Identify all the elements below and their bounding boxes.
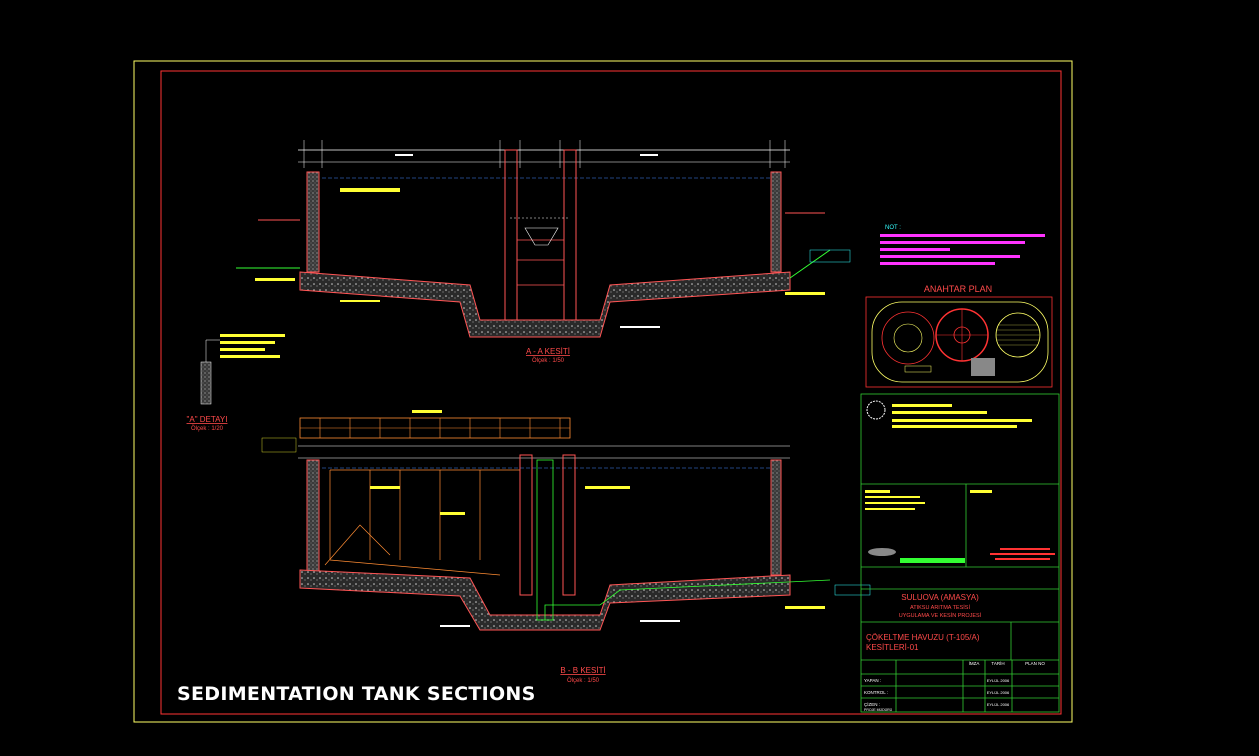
detail-a-title: "A" DETAYI [187,415,228,424]
detail-a-scale: Ölçek : 1/20 [191,425,224,432]
project-location: SULUOVA (AMASYA) [901,593,979,602]
row-label-cizen: ÇİZEN : [864,701,880,707]
col-label-imza: İMZA [969,660,980,666]
date-2: EYLÜL 2006 [987,690,1010,695]
row-label-kontrol: KONTROL : [864,690,888,695]
outer-border [133,60,1073,723]
section-b-drawing [261,410,871,631]
date-1: EYLÜL 2006 [987,678,1010,683]
notes-heading: NOT : [885,225,901,231]
col-label-tarih: TARİH [991,660,1004,666]
ilbank-logo-icon [866,400,886,420]
notes-text [880,234,1045,265]
section-a-scale: Ölçek : 1/50 [532,357,565,364]
col-label-plan-no: PLAN NO [1025,661,1045,666]
title-block-header [865,400,1055,563]
section-a-title: A - A KESİTİ [526,347,570,356]
detail-a-drawing [200,334,285,405]
key-plan-drawing [865,296,1053,388]
project-line-2: ATIKSU ARITMA TESİSİ [910,604,970,611]
date-3: EYLÜL 2006 [987,702,1010,707]
drawing-main-title: SEDIMENTATION TANK SECTIONS [177,683,536,705]
title-block-frame [860,393,1060,713]
row-label-yapan: YAPAN : [864,678,881,683]
inner-border [160,70,1062,715]
key-plan-title: ANAHTAR PLAN [924,284,992,294]
project-line-3: UYGULAMA VE KESİN PROJESİ [899,612,982,619]
section-a-drawing [236,140,851,338]
sheet-title-1: ÇÖKELTME HAVUZU (T-105/A) [866,633,980,642]
sheet-title-2: KESİTLERİ-01 [866,643,919,652]
section-b-scale: Ölçek : 1/50 [567,677,600,684]
section-b-title: B - B KESİTİ [560,666,605,675]
row-label-proje-muduru: PROJE MÜDÜRÜ [864,708,893,712]
